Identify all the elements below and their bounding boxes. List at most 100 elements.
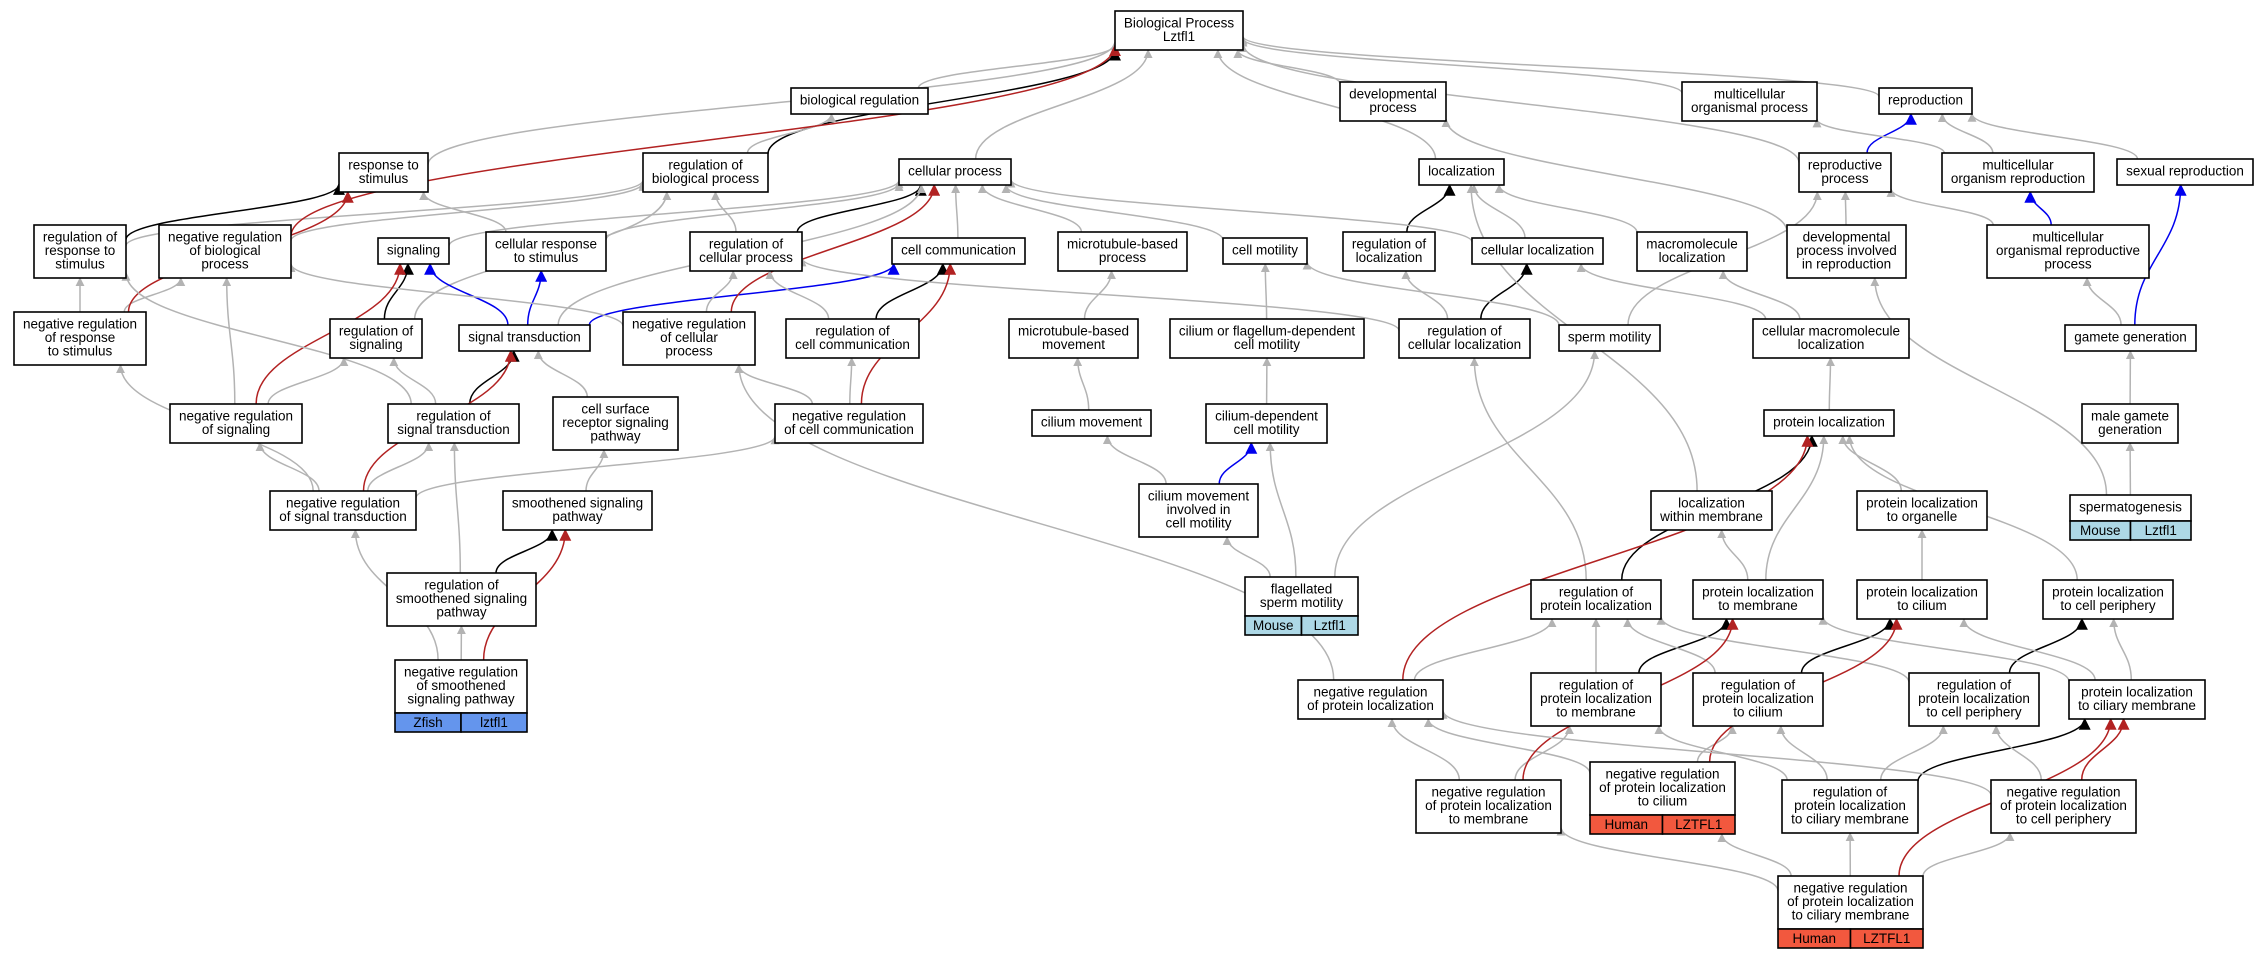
go-term-node-spermmot[interactable]: sperm motility [1558,324,1661,352]
node-label-line: protein localization [1540,598,1652,613]
edge-is-a-regcellloc-to-regloc [1401,270,1449,320]
species-label: Mouse [1253,618,1294,633]
edge-is-a-negregplcil-to-negregprotloc [1423,718,1591,774]
edge-is-a-flagsperm-to-cilmoveinv [1222,536,1271,578]
node-label-line: movement [1042,337,1105,352]
node-label-line: regulation of [1559,678,1634,693]
species-label: Mouse [2080,523,2121,538]
go-term-node-protloc[interactable]: protein localization [1763,409,1895,437]
edge-is-a-cellresp-to-resp [419,191,507,233]
edge-positively-regulates-gamgen-to-sexrepro [2134,183,2187,326]
node-label-line: negative regulation [23,317,137,332]
go-term-node-cellloc[interactable]: cellular localization [1471,237,1604,265]
node-box [1398,318,1531,359]
node-label-line: cellular process [699,250,793,265]
edge-is-a-cellproc-to-root [974,49,1153,160]
edge-is-a-plcm-to-plcil [1959,618,2096,681]
node-label-line: cilium movement [1148,489,1250,504]
node-label-line: stimulus [55,257,105,272]
species-label: Human [1604,817,1648,832]
edge-is-a-negregplmem-to-regplmem [1514,725,1574,781]
go-term-node-cellmot[interactable]: cell motility [1222,237,1308,265]
edge-is-a-mcorgrepro-to-repro [1937,113,1994,154]
go-term-node-signaling[interactable]: signaling [377,237,450,265]
node-box [158,224,292,279]
go-term-node-gamgen[interactable]: gamete generation [2064,324,2197,352]
node-label-line: cilium or flagellum-dependent [1179,324,1356,339]
node-box [329,318,423,359]
node-label-line: smoothened signaling [512,496,643,511]
go-term-node-cellproc[interactable]: cellular process [898,158,1012,186]
edge-positively-regulates-reproproc-to-repro [1866,112,1917,154]
go-term-node-sexrepro[interactable]: sexual reproduction [2116,158,2254,186]
edge-is-a-negregplmem-to-negregprotloc [1387,718,1461,781]
edge-is-a-flagsperm-to-ciliumdep [1265,442,1297,578]
go-term-node-bioreg[interactable]: biological regulation [790,87,929,115]
go-term-node-cilmove[interactable]: cilium movement [1031,409,1152,437]
go-term-node-cellcomm[interactable]: cell communication [891,237,1026,265]
node-box [1342,231,1436,272]
node-label-line: response to [45,243,116,258]
go-term-node-repro[interactable]: reproduction [1878,87,1973,115]
edge-is-a-negregcp-to-negregbp [286,263,624,327]
go-term-node-sigtrans[interactable]: signal transduction [458,324,591,352]
node-box [1856,579,1988,620]
node-label-line: process [665,344,713,359]
go-term-node-loc[interactable]: localization [1418,158,1505,186]
edge-is-a-regprotloc-to-regcellloc [1469,357,1587,581]
